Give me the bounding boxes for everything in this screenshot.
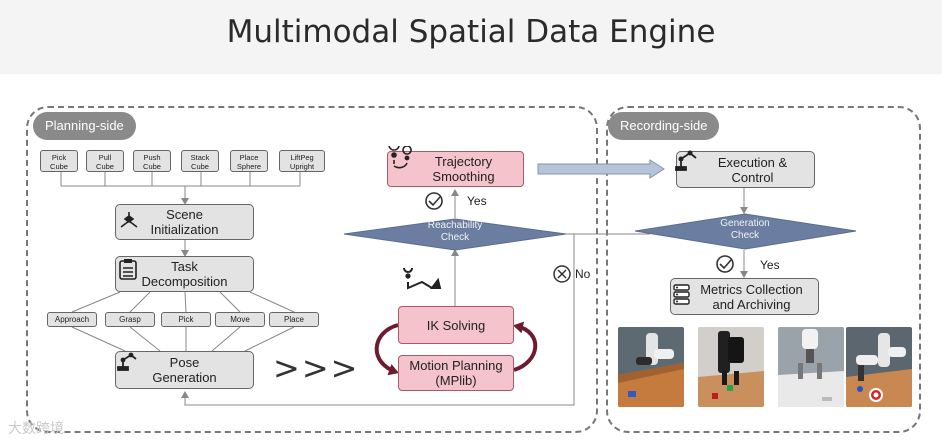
ik-solving-box: IK Solving [398, 306, 514, 344]
axes-icon [120, 212, 138, 228]
reachability-diamond [343, 218, 567, 251]
flow-chevrons: >>> [273, 349, 360, 387]
task-pull-cube: Pull Cube [86, 150, 124, 172]
generation-check-label: Generation Check [720, 218, 770, 241]
checklist-icon [119, 259, 137, 280]
robot-arm-icon [117, 352, 137, 371]
database-icon [673, 284, 690, 305]
task-decomposition-box: Task Decomposition [115, 256, 254, 292]
planning-panel [26, 106, 598, 433]
pose-generation-box: Pose Generation [115, 351, 254, 389]
scene-image-2 [698, 327, 764, 407]
cross-circle-icon [553, 265, 571, 283]
scene-initialization-box: Scene Initialization [115, 204, 254, 240]
generation-check-diamond [634, 213, 857, 250]
scene-image-1 [618, 327, 684, 407]
check-icon [716, 255, 734, 273]
page-title: Multimodal Spatial Data Engine [226, 14, 716, 50]
task-push-cube: Push Cube [133, 150, 171, 172]
task-liftpeg-upright: LiftPeg Upright [279, 150, 325, 172]
primitive-grasp: Grasp [105, 312, 155, 327]
recording-panel [606, 106, 921, 433]
task-place-sphere: Place Sphere [230, 150, 268, 172]
primitive-move: Move [215, 312, 265, 327]
no-label: No [575, 267, 591, 281]
route-icon [403, 268, 442, 290]
recording-yes-label: Yes [760, 258, 780, 272]
trajectory-smoothing-box: Trajectory Smoothing [387, 151, 524, 187]
planning-side-label: Planning-side [33, 112, 136, 140]
primitive-approach: Approach [47, 312, 97, 327]
primitive-place: Place [269, 312, 319, 327]
watermark: 大数跨境 [8, 421, 64, 437]
motion-planning-box: Motion Planning (MPlib) [398, 355, 514, 391]
metrics-collection-box: Metrics Collection and Archiving [670, 278, 819, 315]
primitive-pick: Pick [161, 312, 211, 327]
task-stack-cube: Stack Cube [181, 150, 219, 172]
reachability-check-label: Reachability Check [427, 220, 483, 243]
loop-arrow-left [374, 323, 399, 376]
execution-control-box: Execution & Control [676, 151, 815, 188]
robot-arm-icon [675, 150, 697, 171]
route-pin-icon [388, 146, 412, 169]
recording-side-label: Recording-side [608, 112, 720, 140]
scene-image-3 [778, 327, 844, 407]
yes-label: Yes [467, 194, 487, 208]
handoff-arrow [537, 159, 665, 179]
check-icon [425, 192, 443, 210]
loop-arrow-right [513, 321, 538, 372]
scene-image-4 [846, 327, 912, 407]
header-bar [0, 0, 942, 74]
task-pick-cube: Pick Cube [40, 150, 78, 172]
